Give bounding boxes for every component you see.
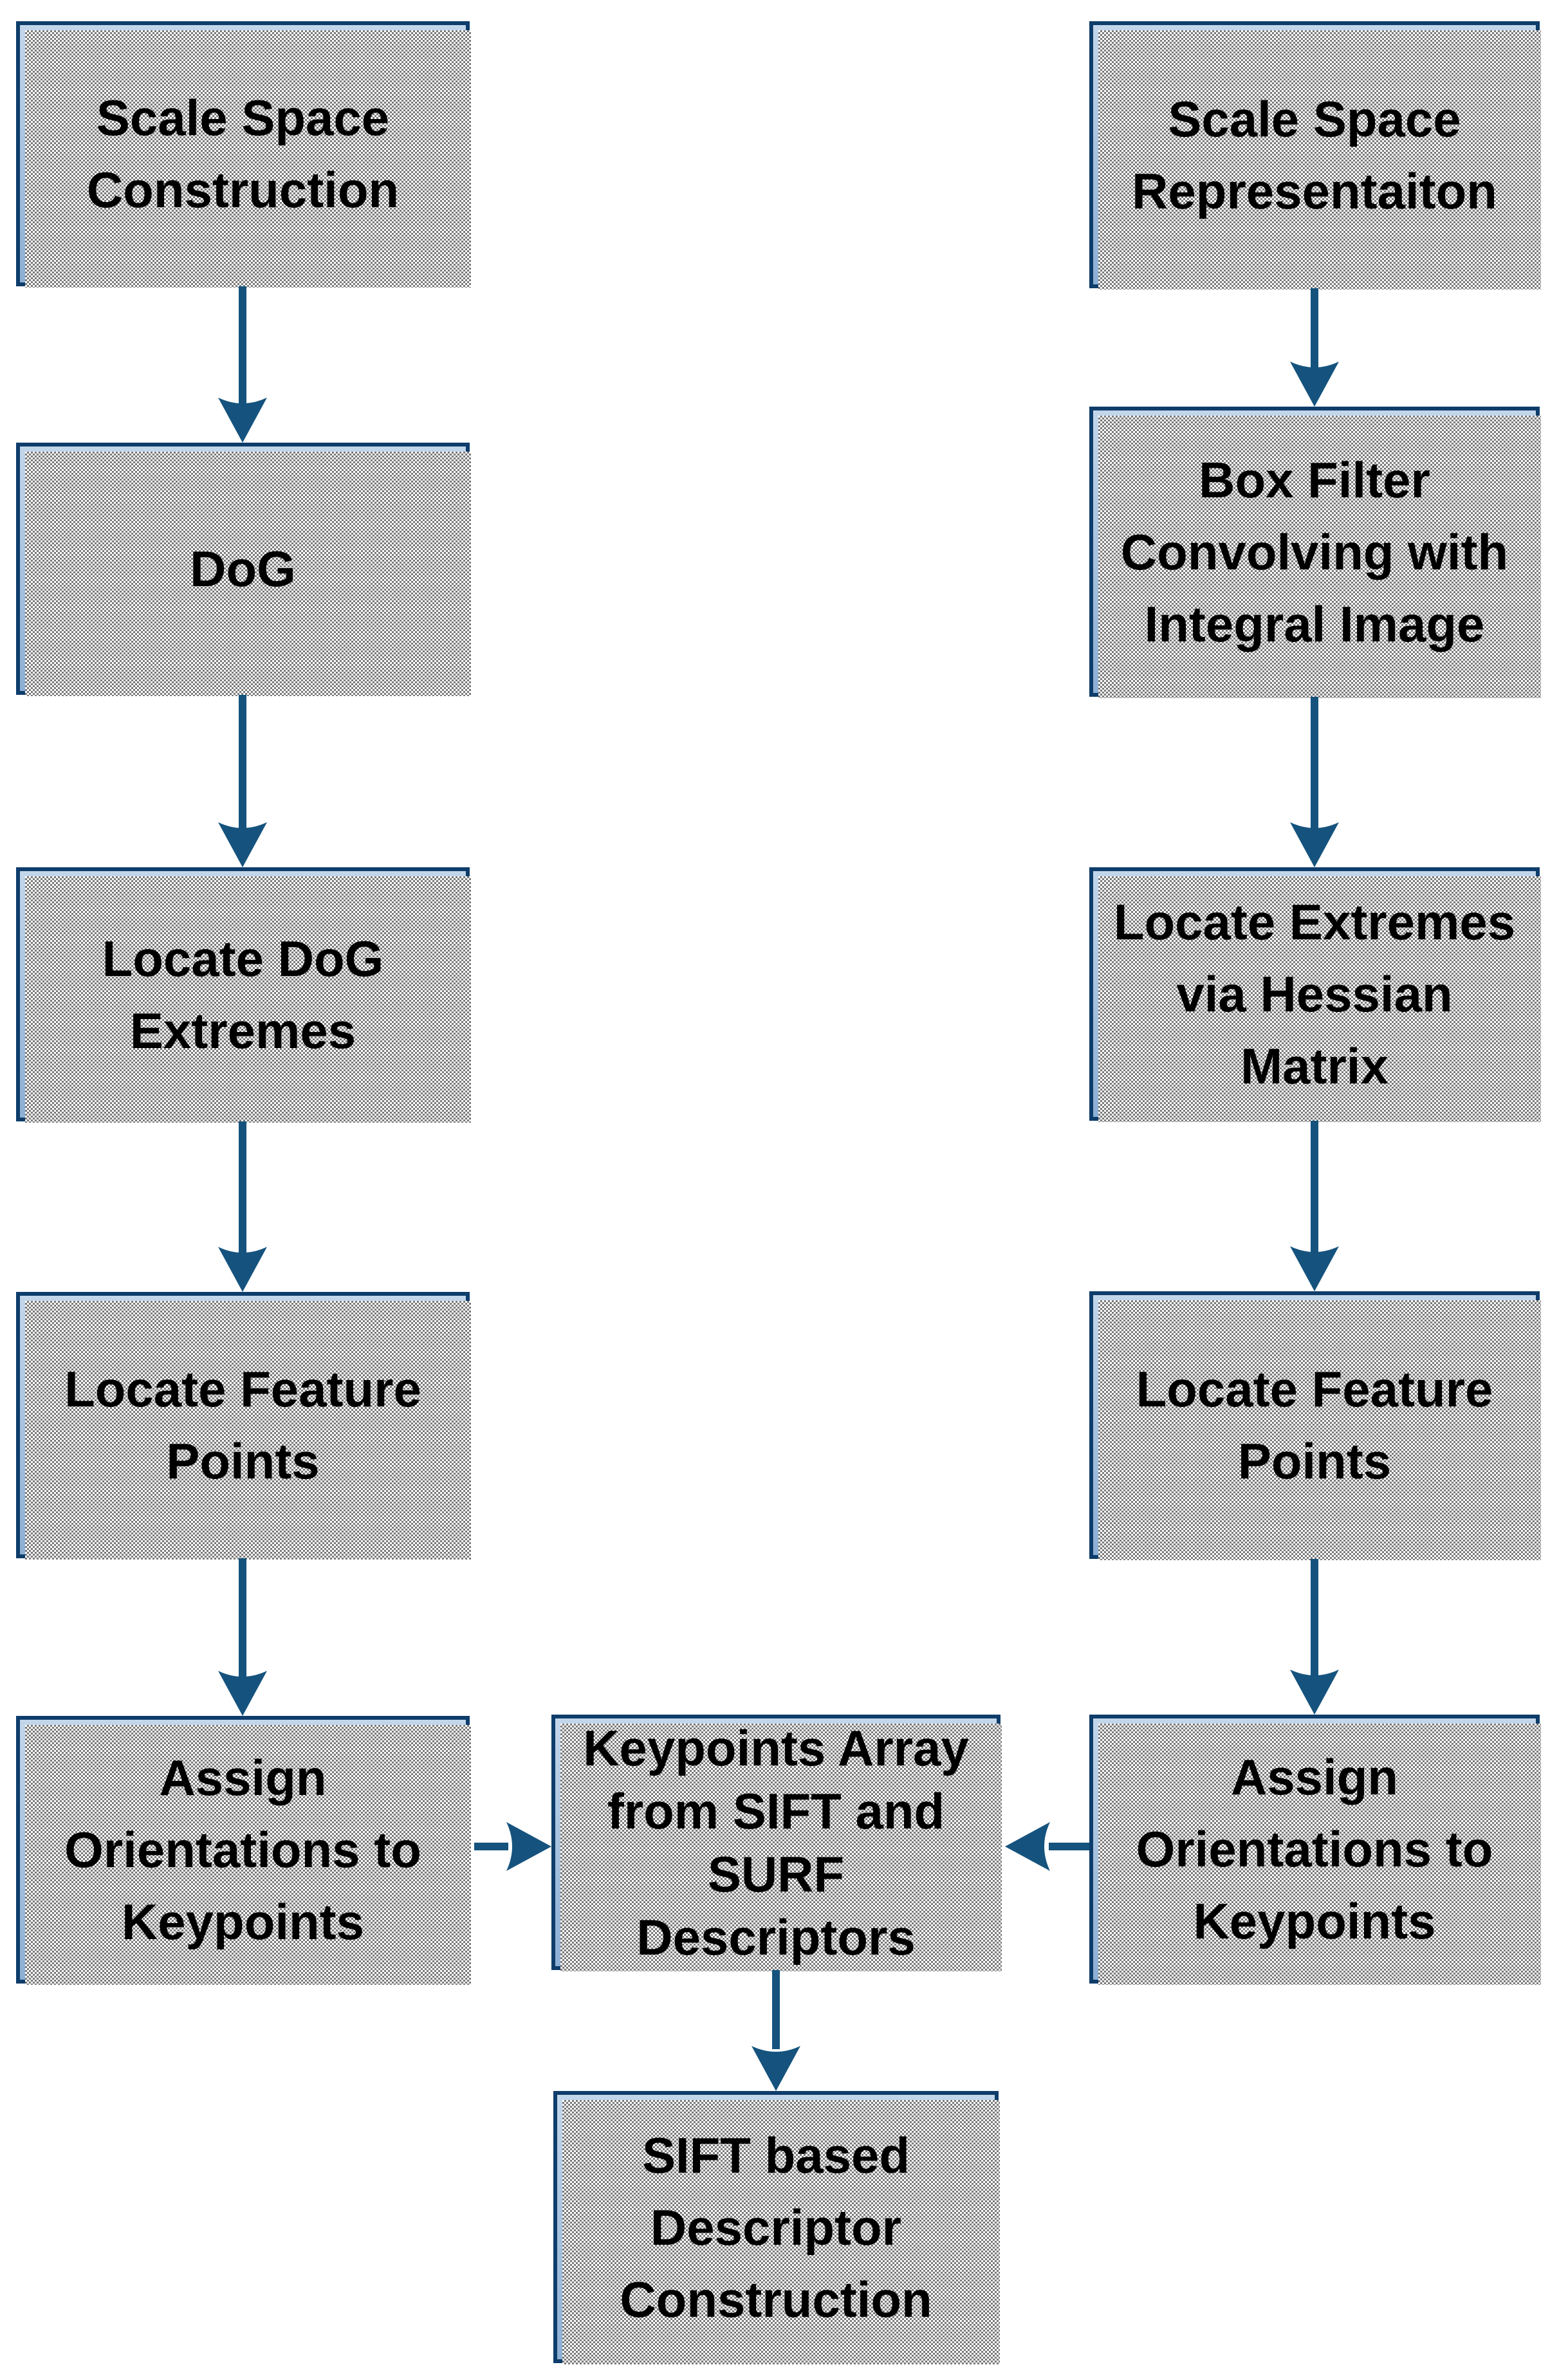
node-surf-locate-extremes-hessian: Locate Extremes via Hessian Matrix bbox=[1089, 867, 1541, 1122]
arrow-surf-1-to-2 bbox=[1290, 288, 1339, 407]
arrow-merge-to-final bbox=[752, 1970, 800, 2091]
node-sift-dog: DoG bbox=[16, 443, 471, 696]
node-surf-locate-feature-points: Locate Feature Points bbox=[1089, 1291, 1541, 1560]
node-sift-locate-feature-points: Locate Feature Points bbox=[16, 1292, 471, 1560]
arrow-sift-1-to-2 bbox=[218, 286, 267, 443]
node-surf-assign-orientations: Assign Orientations to Keypoints bbox=[1089, 1715, 1541, 1985]
node-sift-assign-orientations: Assign Orientations to Keypoints bbox=[16, 1716, 471, 1985]
node-label: SIFT based Descriptor Construction bbox=[620, 2126, 932, 2328]
node-label: Scale Space Construction bbox=[86, 89, 400, 218]
node-label: Assign Orientations to Keypoints bbox=[1136, 1749, 1493, 1949]
node-sift-scale-space-construction: Scale Space Construction bbox=[16, 21, 471, 288]
node-label: DoG bbox=[190, 540, 296, 597]
node-label: Locate Feature Points bbox=[1136, 1361, 1493, 1489]
arrow-surf-to-merge bbox=[1005, 1822, 1089, 1871]
arrow-sift-4-to-5 bbox=[218, 1558, 267, 1716]
node-label: Keypoints Array from SIFT and SURF Descr… bbox=[583, 1719, 969, 1966]
node-surf-scale-space-representation: Scale Space Representaiton bbox=[1089, 21, 1541, 290]
node-keypoints-array-merge: Keypoints Array from SIFT and SURF Descr… bbox=[551, 1715, 1002, 1971]
node-label: Locate DoG Extremes bbox=[102, 930, 384, 1059]
node-sift-locate-dog-extremes: Locate DoG Extremes bbox=[16, 867, 471, 1123]
arrow-surf-3-to-4 bbox=[1290, 1121, 1339, 1291]
arrow-surf-2-to-3 bbox=[1290, 697, 1339, 867]
node-sift-based-descriptor-construction: SIFT based Descriptor Construction bbox=[553, 2091, 1000, 2364]
node-label: Locate Extremes via Hessian Matrix bbox=[1113, 894, 1516, 1094]
node-surf-box-filter-convolving: Box Filter Convolving with Integral Imag… bbox=[1089, 407, 1541, 698]
arrow-sift-3-to-4 bbox=[218, 1121, 267, 1292]
arrow-surf-4-to-5 bbox=[1290, 1559, 1339, 1715]
arrow-sift-to-merge bbox=[474, 1822, 551, 1871]
node-label: Locate Feature Points bbox=[64, 1361, 421, 1489]
node-label: Assign Orientations to Keypoints bbox=[64, 1749, 421, 1950]
node-label: Scale Space Representaiton bbox=[1132, 90, 1497, 219]
arrow-sift-2-to-3 bbox=[218, 695, 267, 867]
node-label: Box Filter Convolving with Integral Imag… bbox=[1120, 451, 1509, 652]
